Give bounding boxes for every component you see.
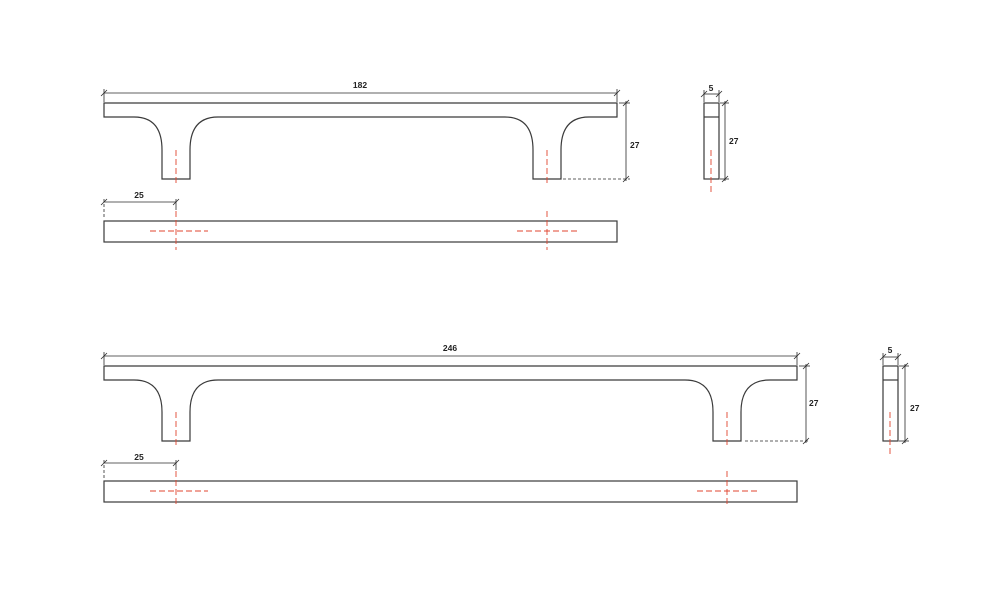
section-width-label: 5 xyxy=(888,345,893,355)
hole-offset-label: 25 xyxy=(134,452,144,462)
handle-top-view xyxy=(103,220,618,243)
handle-front-view xyxy=(103,102,618,180)
length-label: 246 xyxy=(443,343,457,353)
length-label: 182 xyxy=(353,80,367,90)
handle-drawing-182: 182 27 25 5 xyxy=(100,80,739,250)
handle-side-view xyxy=(882,365,899,442)
hole-offset-label: 25 xyxy=(134,190,144,200)
height-label: 27 xyxy=(630,140,640,150)
handle-front-view xyxy=(103,365,798,442)
handle-top-view xyxy=(103,480,798,503)
handle-side-view xyxy=(703,102,720,180)
section-width-label: 5 xyxy=(709,83,714,93)
height-label: 27 xyxy=(809,398,819,408)
section-height-label: 27 xyxy=(729,136,739,146)
section-height-label: 27 xyxy=(910,403,920,413)
handle-drawing-246: 246 27 25 5 xyxy=(100,343,920,507)
